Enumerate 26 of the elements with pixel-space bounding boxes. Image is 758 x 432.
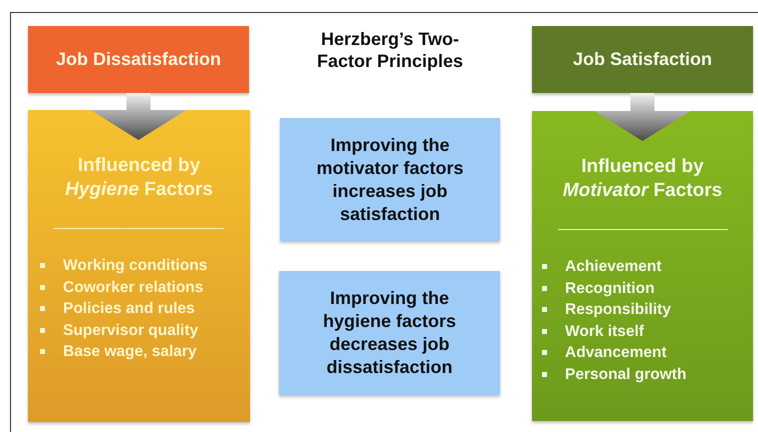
block-arrow <box>594 93 690 141</box>
title: Herzberg’s Two-Factor Principles <box>316 28 464 72</box>
header-box <box>532 26 753 93</box>
content-panel <box>532 111 753 421</box>
statement-text: Improving the motivator factors increases job satisfaction <box>315 134 465 226</box>
header-box <box>28 26 249 93</box>
list-item: Advancement <box>542 342 686 364</box>
list-item: Work itself <box>542 320 686 342</box>
statement-box <box>279 271 500 395</box>
content-panel <box>28 110 250 422</box>
list-item: Supervisor quality <box>40 320 208 341</box>
list-item: Policies and rules <box>40 298 208 320</box>
panel-heading: Influenced by Hygiene Factors <box>64 154 214 202</box>
header-label: Job Satisfaction <box>572 48 714 71</box>
block-arrow <box>90 93 186 140</box>
statement-text: Improving the hygiene factors decreases job dissatisfaction <box>322 287 458 379</box>
list-item: Base wage, salary <box>40 341 208 362</box>
statement-box <box>280 118 500 241</box>
header-label: Job Dissatisfaction <box>54 48 222 71</box>
list-item: Responsibility <box>542 299 686 320</box>
list-item: Working conditions <box>40 255 208 276</box>
list-item: Personal growth <box>542 364 686 385</box>
list-item: Achievement <box>542 256 686 278</box>
list-item: Coworker relations <box>40 276 208 298</box>
panel-heading: Influenced by Motivator Factors <box>562 155 724 203</box>
list-item: Recognition <box>542 278 686 299</box>
